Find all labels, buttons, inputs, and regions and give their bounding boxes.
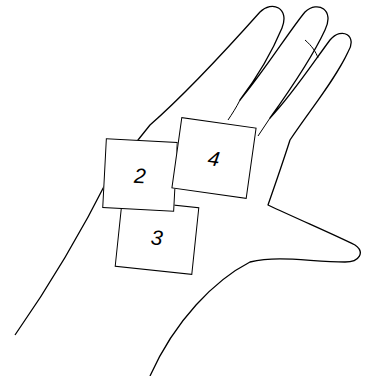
hand-contour <box>15 6 360 376</box>
label-square: 2 <box>102 138 178 212</box>
callout-number: 2 <box>134 164 147 186</box>
callout-number: 3 <box>150 226 164 248</box>
finger-crease <box>228 40 318 136</box>
label-square: 4 <box>171 117 256 199</box>
callout-number: 4 <box>207 147 221 169</box>
